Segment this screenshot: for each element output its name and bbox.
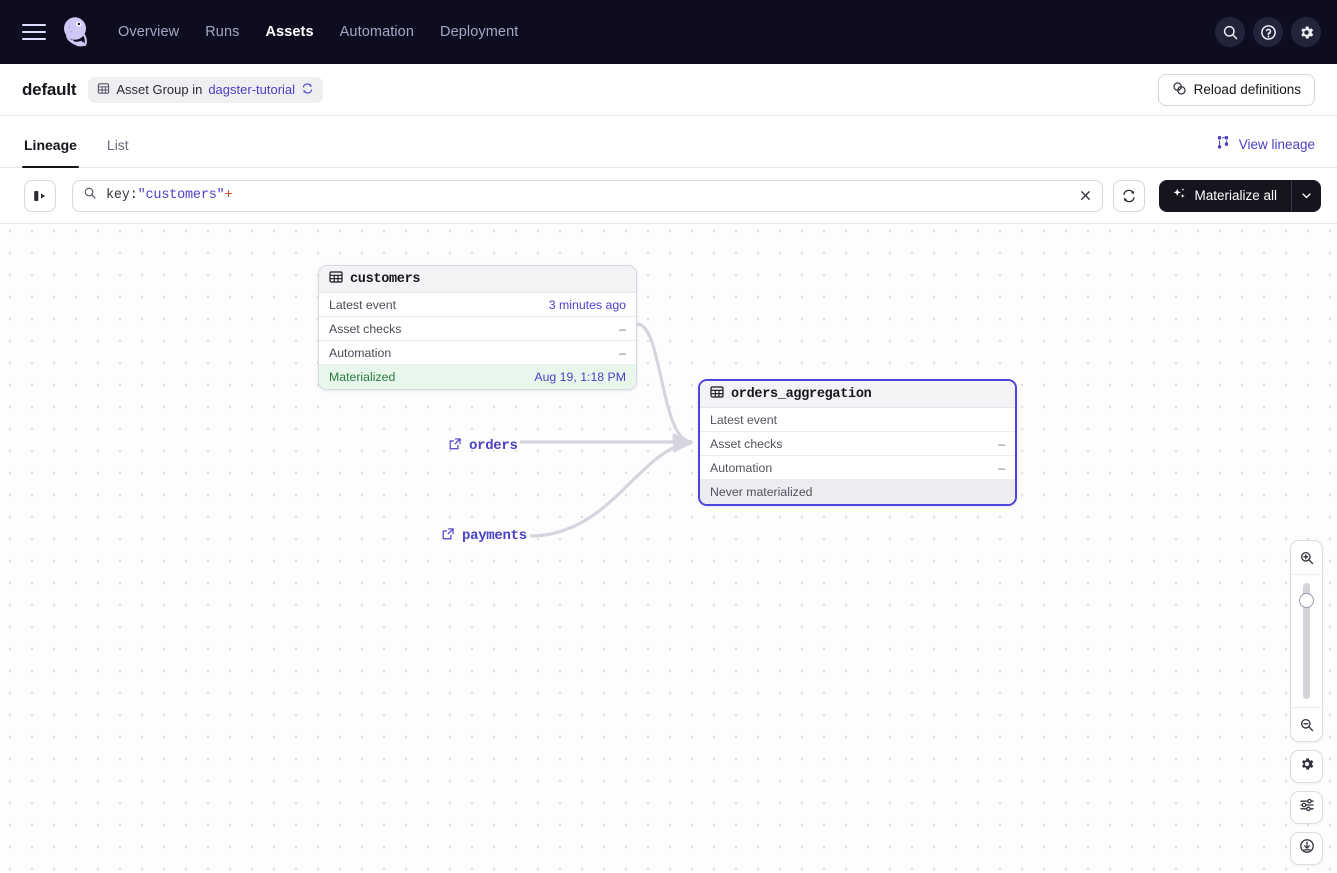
materialize-all-button[interactable]: Materialize all	[1159, 180, 1291, 212]
lineage-graph-icon	[1217, 135, 1232, 153]
nav-link-automation[interactable]: Automation	[339, 24, 415, 40]
asset-group-prefix: Asset Group in	[116, 82, 203, 97]
graph-edges	[520, 322, 694, 538]
asset-node-row-latest-event: Latest event	[700, 408, 1015, 432]
asset-group-tag[interactable]: Asset Group in dagster-tutorial	[88, 76, 324, 103]
reload-repo-icon[interactable]	[301, 82, 314, 98]
row-label: Latest event	[710, 412, 777, 427]
asset-node-row-latest-event: Latest event 3 minutes ago	[319, 293, 636, 317]
row-value: –	[998, 436, 1005, 451]
toggle-side-panel-button[interactable]	[24, 179, 56, 212]
row-label: Automation	[710, 460, 773, 475]
row-label: Latest event	[329, 297, 396, 312]
clear-search-icon[interactable]	[1076, 187, 1094, 205]
row-label: Asset checks	[329, 321, 402, 336]
zoom-slider-group	[1290, 540, 1323, 742]
external-link-icon	[448, 437, 462, 454]
top-navigation-bar: Overview Runs Assets Automation Deployme…	[0, 0, 1337, 64]
search-icon[interactable]	[1215, 17, 1245, 47]
refresh-graph-button[interactable]	[1113, 179, 1146, 212]
settings-icon[interactable]	[1291, 17, 1321, 47]
graph-toolbar: key:"customers"+ Material	[0, 168, 1337, 224]
asset-lineage-graph-canvas[interactable]: customers Latest event 3 minutes ago Ass…	[0, 224, 1337, 873]
help-icon[interactable]	[1253, 17, 1283, 47]
asset-node-row-automation: Automation –	[319, 341, 636, 365]
row-value: –	[998, 460, 1005, 475]
asset-node-orders-aggregation[interactable]: orders_aggregation Latest event Asset ch…	[698, 379, 1017, 506]
asset-node-row-asset-checks: Asset checks –	[319, 317, 636, 341]
dagster-logo-icon[interactable]	[56, 13, 94, 51]
reload-definitions-button[interactable]: Reload definitions	[1157, 73, 1315, 106]
search-input-value: key:"customers"+	[106, 188, 233, 203]
asset-node-header: orders_aggregation	[700, 381, 1015, 408]
graph-zoom-controls	[1290, 540, 1323, 865]
query-token-operator: +	[224, 188, 233, 203]
breadcrumb-bar: default Asset Group in dagster-tutorial	[0, 64, 1337, 116]
zoom-level-slider[interactable]	[1290, 574, 1323, 708]
asset-node-status-row: Materialized Aug 19, 1:18 PM	[319, 365, 636, 389]
graph-filters-button[interactable]	[1290, 791, 1323, 824]
asset-node-title: orders_aggregation	[731, 386, 872, 402]
page-title: default	[22, 79, 77, 99]
gear-icon	[1299, 756, 1315, 777]
sparkle-icon	[1172, 187, 1187, 205]
status-badge: Materialized	[329, 370, 396, 384]
zoom-out-icon[interactable]	[1290, 708, 1323, 741]
materialize-options-caret-icon[interactable]	[1291, 179, 1321, 212]
asset-node-title: customers	[350, 271, 421, 287]
view-lineage-label: View lineage	[1238, 136, 1315, 152]
row-value[interactable]: 3 minutes ago	[548, 297, 626, 312]
asset-node-row-asset-checks: Asset checks –	[700, 432, 1015, 456]
search-input-icon	[83, 186, 97, 205]
external-source-orders[interactable]: orders	[448, 437, 518, 454]
zoom-slider-handle[interactable]	[1299, 593, 1314, 608]
asset-node-status-row: Never materialized	[700, 480, 1015, 504]
asset-group-icon	[97, 82, 110, 98]
external-source-payments[interactable]: payments	[441, 527, 527, 544]
asset-group-repo-link[interactable]: dagster-tutorial	[208, 82, 296, 97]
nav-link-assets[interactable]: Assets	[265, 24, 314, 40]
external-source-label: orders	[469, 437, 518, 454]
asset-node-customers[interactable]: customers Latest event 3 minutes ago Ass…	[318, 265, 637, 390]
row-value: –	[619, 321, 626, 336]
row-value: –	[619, 345, 626, 360]
status-timestamp[interactable]: Aug 19, 1:18 PM	[534, 370, 626, 384]
view-tabs-bar: Lineage List View lineage	[0, 116, 1337, 168]
hamburger-menu-icon[interactable]	[22, 24, 46, 40]
zoom-in-icon[interactable]	[1290, 541, 1323, 574]
primary-nav-links: Overview Runs Assets Automation Deployme…	[116, 18, 520, 46]
asset-table-icon	[710, 385, 724, 404]
asset-node-header: customers	[319, 266, 636, 293]
status-badge: Never materialized	[710, 485, 813, 499]
view-lineage-link[interactable]: View lineage	[1217, 135, 1315, 153]
query-token-key: key:	[106, 188, 138, 203]
sliders-icon	[1299, 797, 1315, 818]
materialize-all-button-group: Materialize all	[1159, 179, 1321, 212]
asset-node-row-automation: Automation –	[700, 456, 1015, 480]
asset-filter-search-input[interactable]: key:"customers"+	[72, 179, 1104, 212]
graph-settings-button[interactable]	[1290, 750, 1323, 783]
download-icon	[1299, 838, 1315, 859]
reload-icon	[1172, 81, 1187, 99]
reload-definitions-label: Reload definitions	[1193, 82, 1301, 97]
materialize-all-label: Materialize all	[1194, 188, 1277, 203]
asset-table-icon	[329, 270, 343, 289]
query-token-value: "customers"	[137, 188, 225, 203]
nav-action-icons	[1215, 0, 1321, 64]
graph-download-button[interactable]	[1290, 832, 1323, 865]
nav-link-overview[interactable]: Overview	[118, 24, 180, 40]
row-label: Automation	[329, 345, 392, 360]
nav-link-runs[interactable]: Runs	[205, 24, 240, 40]
zoom-slider-track	[1303, 583, 1310, 699]
nav-link-deployment[interactable]: Deployment	[440, 24, 519, 40]
external-source-label: payments	[462, 527, 527, 544]
row-label: Asset checks	[710, 436, 783, 451]
tab-lineage[interactable]: Lineage	[22, 137, 79, 168]
tab-list[interactable]: List	[106, 137, 129, 153]
external-link-icon	[441, 527, 455, 544]
